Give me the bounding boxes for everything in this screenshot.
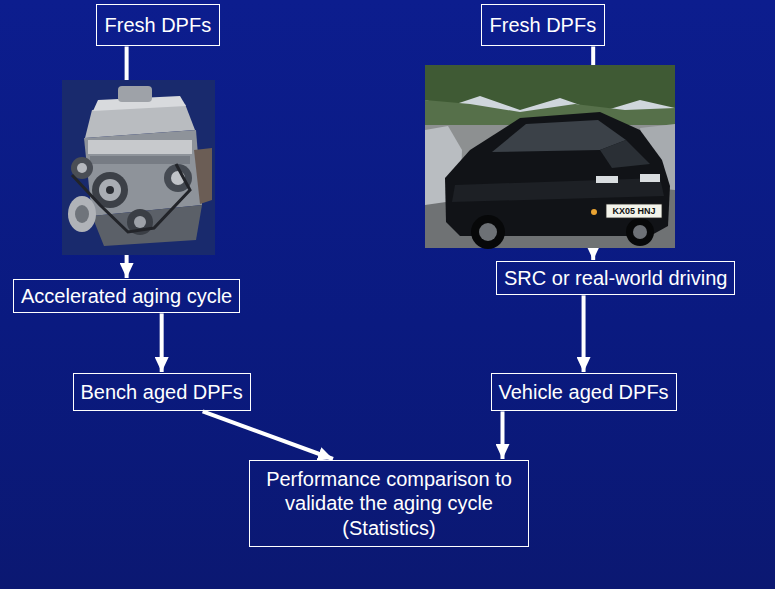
box-text: Vehicle aged DPFs — [499, 380, 669, 404]
flow-arrow — [501, 411, 505, 459]
box-text: Bench aged DPFs — [81, 380, 243, 404]
flow-box: Accelerated aging cycle — [13, 279, 240, 313]
flow-box: Performance comparison to validate the a… — [249, 460, 529, 547]
plate-text: KX05 HNJ — [606, 205, 662, 217]
box-text: Fresh DPFs — [105, 13, 212, 37]
flow-box: Vehicle aged DPFs — [491, 373, 677, 411]
flow-arrow — [203, 411, 333, 459]
box-text: SRC or real-world driving — [504, 266, 727, 290]
flow-box: Fresh DPFs — [481, 4, 606, 46]
car-photo — [425, 65, 675, 249]
flow-arrow — [160, 313, 164, 372]
box-text: Accelerated aging cycle — [21, 284, 232, 308]
flow-box: Bench aged DPFs — [73, 373, 251, 411]
engine-photo — [62, 80, 215, 255]
flow-arrow — [582, 295, 586, 372]
box-text: Performance comparison to validate the a… — [258, 467, 520, 540]
license-plate — [606, 204, 662, 218]
box-text: Fresh DPFs — [490, 13, 597, 37]
flow-box: Fresh DPFs — [96, 4, 221, 46]
flow-box: SRC or real-world driving — [496, 261, 735, 295]
